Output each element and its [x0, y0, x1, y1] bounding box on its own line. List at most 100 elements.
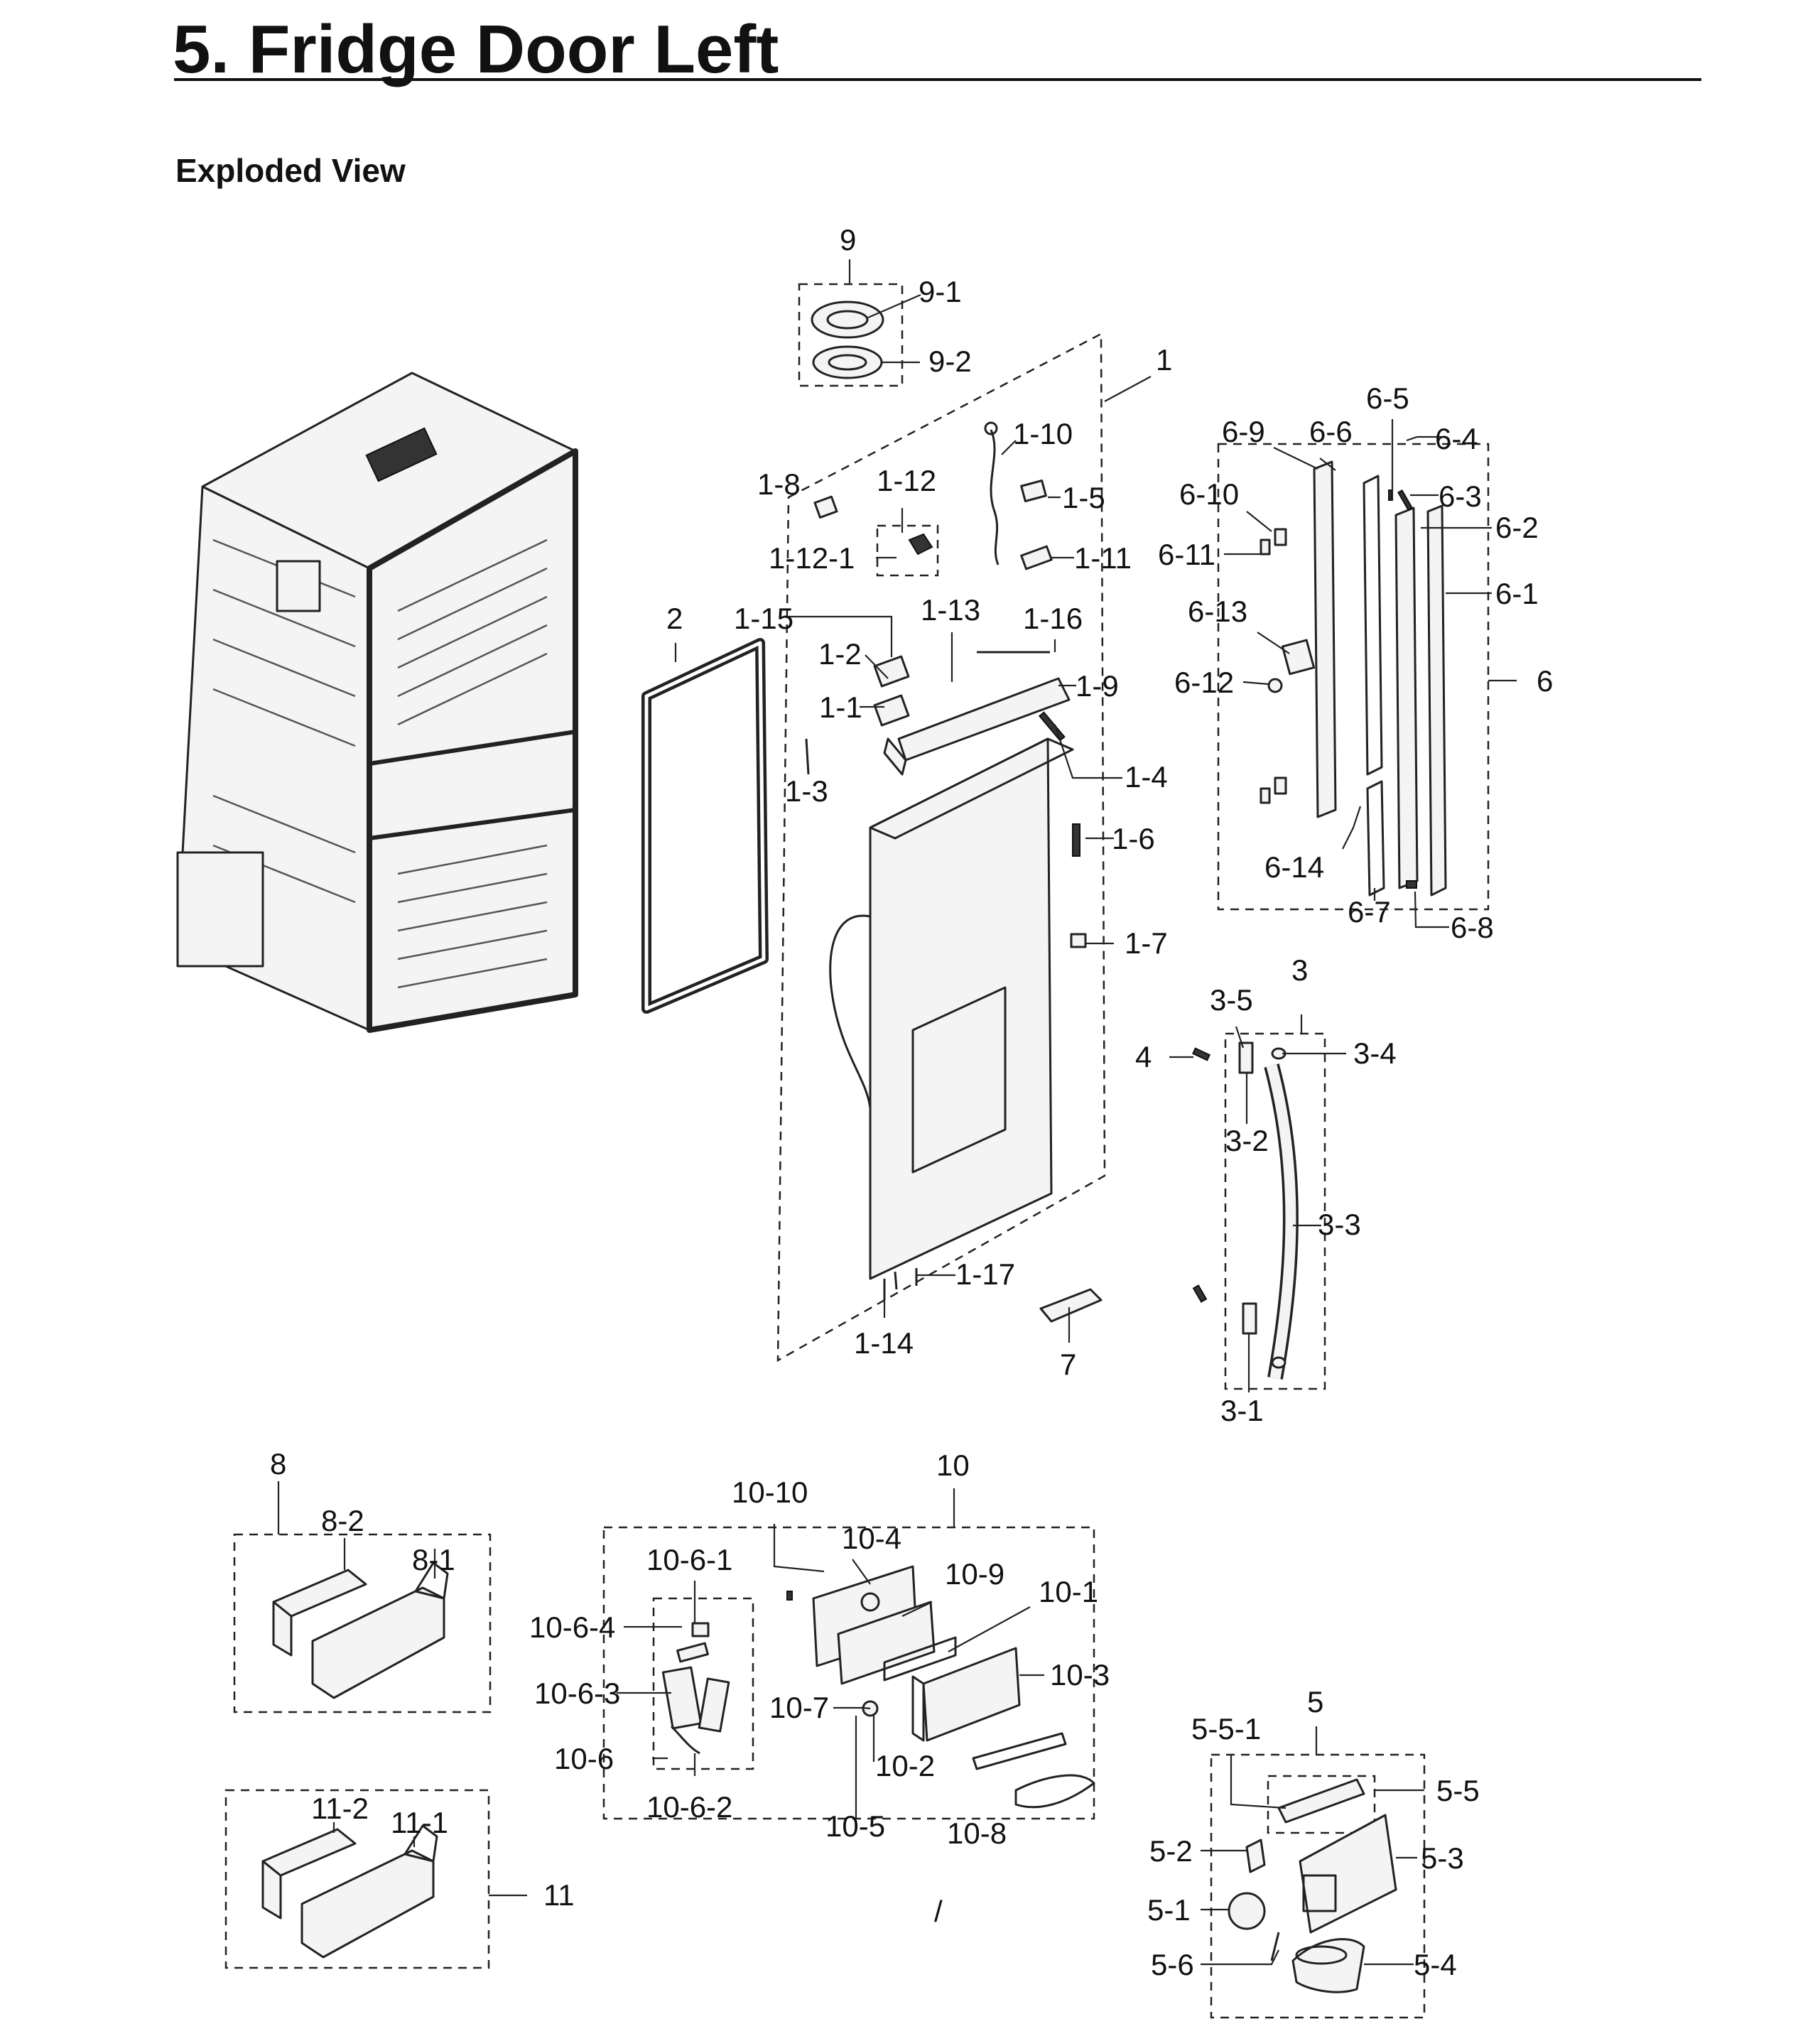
callout-6-4: 6-4	[1435, 422, 1478, 455]
callout-1-14: 1-14	[854, 1326, 914, 1360]
callout-labels: 9 9-1 9-2 1 1-10 1-8 1-12 1-5 1-12-1 1-1…	[270, 223, 1553, 1981]
callout-10-6-3: 10-6-3	[534, 1677, 620, 1710]
callout-3-1: 3-1	[1220, 1394, 1264, 1427]
callout-1-4: 1-4	[1125, 760, 1168, 794]
door-bin-8-parts	[272, 1561, 449, 1699]
callout-1: 1	[1156, 343, 1172, 377]
callout-6-2: 6-2	[1495, 511, 1539, 544]
callout-1-2: 1-2	[818, 637, 862, 671]
callout-10-8: 10-8	[947, 1817, 1007, 1850]
callout-9-2: 9-2	[928, 345, 972, 378]
callout-1-13: 1-13	[921, 593, 980, 627]
assembly-3-box	[1224, 1032, 1326, 1390]
callout-10-6: 10-6	[554, 1742, 614, 1775]
callout-1-7: 1-7	[1125, 926, 1168, 960]
callout-6-13: 6-13	[1188, 595, 1247, 628]
callout-2: 2	[666, 602, 683, 635]
refrigerator-cabinet-illustration	[176, 372, 578, 1033]
callout-6-1: 6-1	[1495, 577, 1539, 610]
assembly-5-5-box	[1267, 1775, 1376, 1834]
dispenser-parts	[661, 1565, 1095, 1809]
callout-10: 10	[936, 1449, 970, 1482]
assembly-8-box	[233, 1533, 492, 1714]
callout-1-6: 1-6	[1112, 822, 1155, 855]
callout-1-1: 1-1	[819, 691, 862, 724]
callout-10-7: 10-7	[769, 1691, 829, 1724]
assembly-1-box	[776, 332, 1106, 1363]
callout-10-4: 10-4	[842, 1522, 901, 1555]
page-title: 5. Fridge Door Left	[173, 11, 779, 87]
title-rule	[174, 78, 1701, 81]
assembly-10-6-box	[652, 1597, 754, 1770]
hinge-cover-parts	[811, 301, 884, 379]
ice-maker-parts	[1228, 1778, 1397, 1993]
callout-1-17: 1-17	[955, 1257, 1015, 1291]
callout-1-11: 1-11	[1074, 541, 1132, 575]
callout-6-12: 6-12	[1174, 666, 1234, 699]
callout-11-2: 11-2	[311, 1792, 369, 1825]
callout-10-1: 10-1	[1039, 1575, 1098, 1608]
callout-11: 11	[543, 1878, 575, 1912]
callout-1-10: 1-10	[1013, 417, 1073, 450]
callout-6-7: 6-7	[1348, 895, 1391, 929]
callout-6-6: 6-6	[1309, 415, 1353, 448]
handle-parts	[1192, 1041, 1299, 1380]
callout-10-6-1: 10-6-1	[646, 1543, 732, 1576]
callout-1-12: 1-12	[877, 464, 936, 497]
callout-11-1: 11-1	[391, 1806, 448, 1839]
callout-7: 7	[1060, 1348, 1076, 1381]
callout-5-3: 5-3	[1421, 1841, 1464, 1875]
callout-1-16: 1-16	[1023, 602, 1083, 635]
callout-1-15: 1-15	[734, 602, 793, 635]
callout-1-8: 1-8	[757, 467, 801, 501]
callout-10-2: 10-2	[875, 1749, 935, 1782]
callout-5: 5	[1307, 1685, 1323, 1718]
callout-9-1: 9-1	[919, 275, 962, 308]
callout-6-5: 6-5	[1366, 381, 1409, 415]
leader-lines	[277, 259, 1517, 1966]
callout-10-5: 10-5	[825, 1809, 885, 1843]
callout-5-2: 5-2	[1149, 1834, 1193, 1868]
callout-1-3: 1-3	[785, 774, 828, 808]
assembly-9-box	[798, 283, 904, 387]
callout-10-6-2: 10-6-2	[646, 1790, 732, 1824]
section-heading: Exploded View	[175, 152, 406, 189]
door-gasket-part	[641, 638, 769, 1014]
callout-3-2: 3-2	[1225, 1124, 1269, 1157]
door-assembly-parts	[805, 421, 1103, 1323]
callout-3-4: 3-4	[1353, 1036, 1397, 1070]
callout-4: 4	[1135, 1040, 1152, 1073]
callout-5-5: 5-5	[1436, 1774, 1480, 1807]
callout-1-5: 1-5	[1062, 481, 1105, 514]
callout-6-8: 6-8	[1451, 911, 1494, 944]
callout-5-6: 5-6	[1151, 1948, 1194, 1981]
callout-10-6-4: 10-6-4	[529, 1610, 615, 1644]
callout-6-9: 6-9	[1222, 415, 1265, 448]
callout-10-9: 10-9	[945, 1557, 1004, 1591]
callout-10-10: 10-10	[732, 1476, 808, 1509]
callout-5-4: 5-4	[1414, 1948, 1457, 1981]
callout-1-12-1: 1-12-1	[769, 541, 855, 575]
callout-8-1: 8-1	[412, 1543, 455, 1576]
callout-9: 9	[840, 223, 856, 256]
callout-6-3: 6-3	[1439, 480, 1482, 513]
callout-3: 3	[1291, 953, 1308, 987]
callout-6-11: 6-11	[1158, 538, 1215, 571]
callout-6: 6	[1537, 664, 1553, 698]
assembly-10-box	[602, 1526, 1095, 1820]
assembly-11-box	[224, 1789, 490, 1969]
assembly-6-box	[1217, 443, 1490, 911]
callout-10-3: 10-3	[1050, 1658, 1110, 1691]
callout-3-5: 3-5	[1210, 983, 1253, 1017]
callout-6-14: 6-14	[1264, 850, 1324, 884]
callout-3-3: 3-3	[1318, 1208, 1361, 1241]
callout-5-1: 5-1	[1147, 1893, 1191, 1927]
door-bin-11-parts	[261, 1824, 438, 1959]
callout-6-10: 6-10	[1179, 477, 1239, 511]
callout-1-9: 1-9	[1076, 669, 1119, 703]
callout-8-2: 8-2	[321, 1504, 364, 1537]
callout-8: 8	[270, 1447, 286, 1480]
door-trim-parts	[1260, 460, 1447, 897]
stray-mark: /	[934, 1895, 943, 1928]
